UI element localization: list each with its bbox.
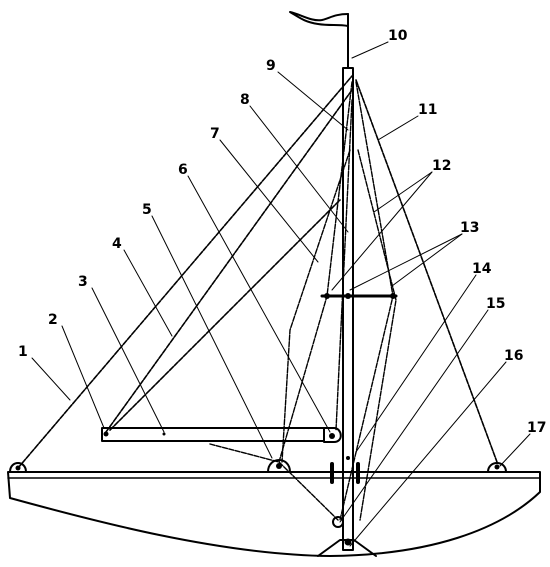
callout-6: 6 xyxy=(178,162,188,178)
pennant xyxy=(289,11,349,27)
mast-heel-pin xyxy=(344,538,352,546)
jib-halyard xyxy=(105,89,353,433)
lower-shroud-left xyxy=(281,149,351,463)
forestay xyxy=(17,75,353,469)
callout-5: 5 xyxy=(142,202,152,218)
leader-lines xyxy=(31,41,531,547)
boom-vang xyxy=(209,443,339,521)
mast-foot-fitting xyxy=(332,516,344,528)
boom-mid-pin xyxy=(162,432,166,436)
callout-15: 15 xyxy=(486,296,505,312)
callout-8: 8 xyxy=(240,92,250,108)
mast-deck-pin xyxy=(346,456,350,460)
callout-12: 12 xyxy=(432,158,451,174)
callout-2: 2 xyxy=(48,312,58,328)
chainplate-bow xyxy=(9,462,27,473)
callout-4: 4 xyxy=(112,236,122,252)
chainplate-stern xyxy=(487,462,507,473)
callout-3: 3 xyxy=(78,274,88,290)
chainplate-stern-pin xyxy=(494,464,500,470)
upper-shroud-left xyxy=(278,81,353,463)
spreader-center xyxy=(345,293,351,299)
chainplate-side-pin xyxy=(276,463,282,469)
backstay xyxy=(355,79,498,463)
callout-7: 7 xyxy=(210,126,220,142)
hull xyxy=(7,471,541,557)
topping-lift xyxy=(335,99,353,431)
upper-shroud-right xyxy=(339,81,394,521)
callout-16: 16 xyxy=(504,348,523,364)
callout-11: 11 xyxy=(418,102,437,118)
callout-10: 10 xyxy=(388,28,408,44)
boom-end-pin xyxy=(103,431,109,437)
callout-14: 14 xyxy=(472,261,492,277)
gooseneck xyxy=(323,427,342,443)
gooseneck-pin xyxy=(329,433,335,439)
callout-17: 17 xyxy=(527,420,546,436)
callout-1: 1 xyxy=(18,344,28,360)
boom xyxy=(101,427,325,442)
callout-13: 13 xyxy=(460,220,479,236)
mainsail-leech xyxy=(109,199,341,431)
lower-shroud-right xyxy=(357,149,397,521)
callout-9: 9 xyxy=(266,58,276,74)
